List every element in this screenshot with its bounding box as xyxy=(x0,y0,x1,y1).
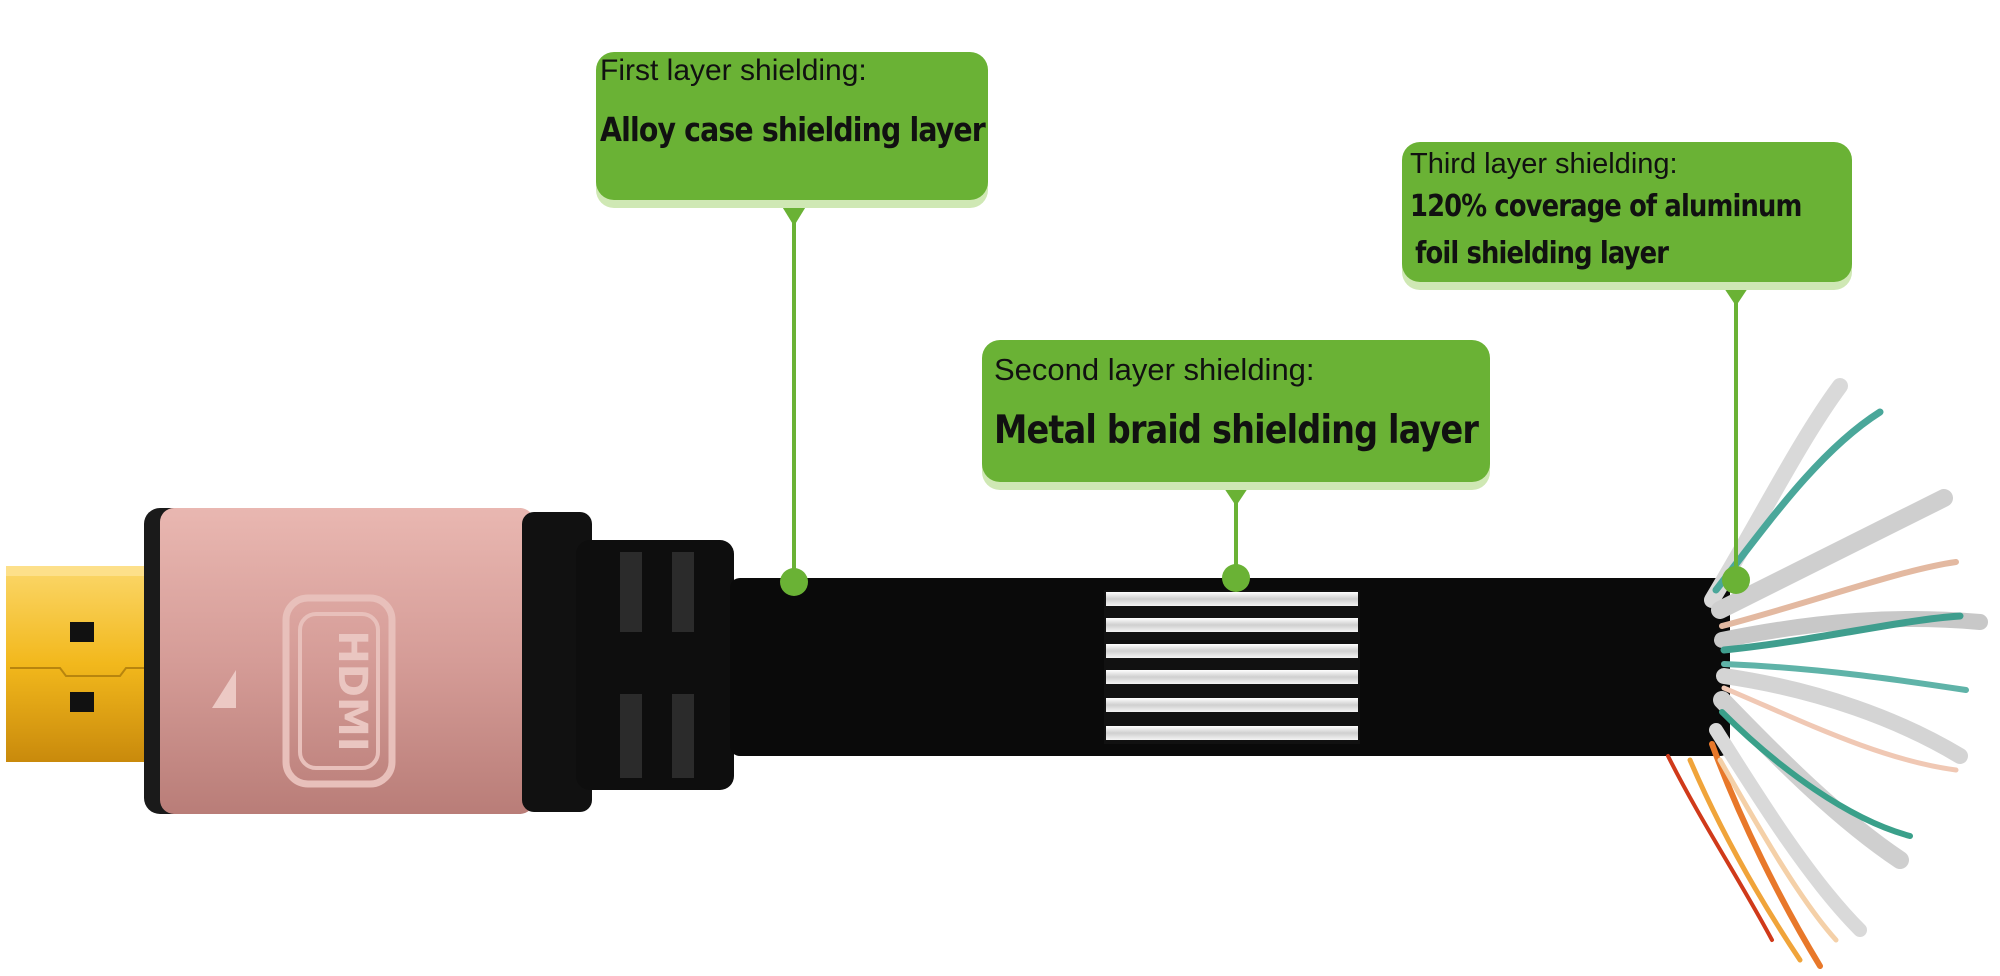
callout-description: Alloy case shielding layer xyxy=(600,110,986,149)
leader-lines xyxy=(780,206,1750,596)
metal-braid xyxy=(1104,590,1360,744)
callout-second-layer: Second layer shielding: Metal braid shie… xyxy=(982,340,1490,482)
callout-description-line2: foil shielding layer xyxy=(1415,236,1669,271)
hdmi-logo-icon: HDMI xyxy=(282,594,396,788)
arrow-triangle-icon xyxy=(212,670,236,708)
strain-relief xyxy=(522,512,734,812)
callout-third-layer: Third layer shielding: 120% coverage of … xyxy=(1402,142,1852,282)
gold-plug xyxy=(6,566,146,762)
callout-heading: Third layer shielding: xyxy=(1410,148,1678,180)
callout-heading: First layer shielding: xyxy=(600,54,867,87)
alloy-case: HDMI xyxy=(144,508,534,814)
callout-pointers xyxy=(778,200,1752,506)
callout-first-layer: First layer shielding: Alloy case shield… xyxy=(596,52,988,200)
callout-description: Metal braid shielding layer xyxy=(994,408,1479,453)
callout-heading: Second layer shielding: xyxy=(994,352,1315,387)
callout-description-line1: 120% coverage of aluminum xyxy=(1410,189,1802,224)
svg-text:HDMI: HDMI xyxy=(329,630,375,751)
